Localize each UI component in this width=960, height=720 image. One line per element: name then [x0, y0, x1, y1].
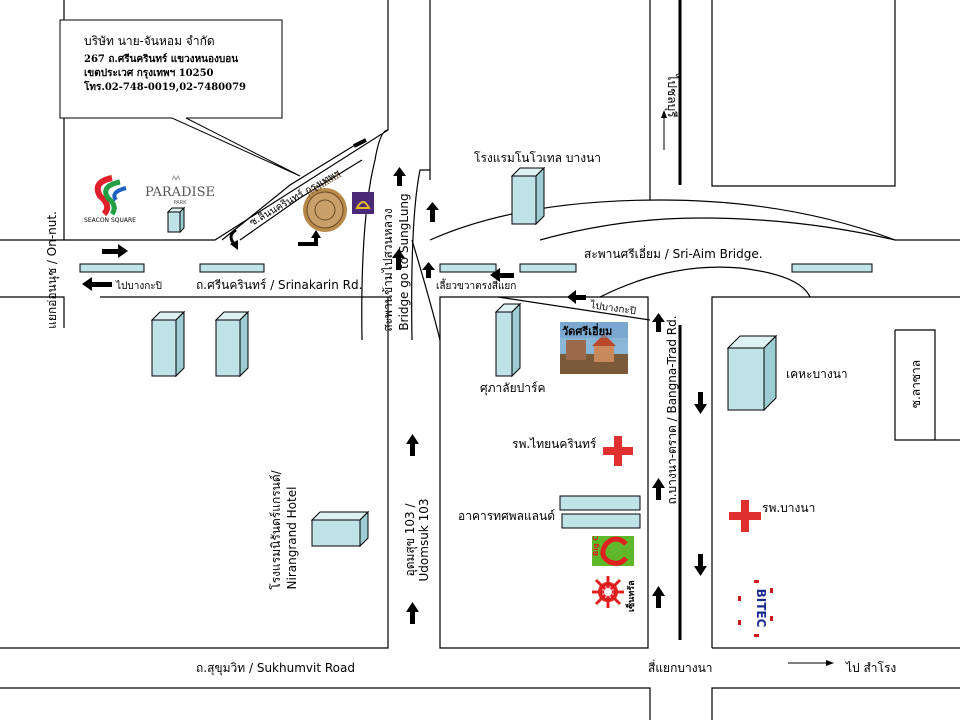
label-thotsaphon-land: อาคารทศพลแลนด์	[458, 509, 555, 523]
arrow-up-5	[406, 602, 419, 624]
building-seacon-small	[166, 206, 186, 234]
company-address-line-2: เขตประเวศ กรุงเทพฯ 10250	[84, 68, 214, 79]
arrow-up-6	[652, 313, 665, 332]
wat-sri-iam-photo	[560, 322, 628, 374]
arrow-right-1	[102, 244, 128, 258]
median-island-1	[79, 263, 145, 273]
arrow-up-7	[652, 478, 665, 500]
company-address-line-1: 267 ถ.ศรีนครินทร์ แขวงหนองบอน	[84, 54, 239, 65]
company-address-box: บริษัท นาย-จันหอม จำกัด 267 ถ.ศรีนครินทร…	[60, 20, 282, 118]
sri-aim-bridge-arc-upper	[429, 199, 896, 241]
label-thainakarin-hospital: รพ.ไทยนครินทร์	[512, 437, 597, 451]
building-left-1	[150, 310, 186, 378]
label-to-bang-kapi-left: ไปบางกะปิ	[115, 280, 162, 292]
arrow-left-3	[567, 290, 586, 304]
svg-text:BITEC: BITEC	[754, 589, 768, 628]
scb-bank-logo	[352, 192, 374, 214]
svg-text:Big C: Big C	[592, 536, 600, 556]
label-bridge-sunglung-th: สะพานข้ามไปสวนหลวง	[381, 208, 395, 331]
label-srinakarin-rd: ถ.ศรีนครินทร์ / Srinakarin Rd.	[196, 278, 362, 292]
arrow-u-turn	[229, 228, 238, 250]
label-suphalai-park: ศุภาลัยปาร์ค	[480, 381, 545, 396]
wat-sri-iam-label: วัดศรีเอี่ยม	[562, 323, 612, 338]
label-turn-sri-iam: เลี้ยวขวาตรงสี่แยก	[436, 278, 516, 292]
median-island-2	[199, 263, 265, 273]
bitec-logo: BITEC	[738, 580, 773, 637]
sri-aim-bridge-arc-lower	[599, 266, 811, 298]
arrow-up-4	[406, 434, 419, 456]
arrow-up-chonburi	[661, 110, 667, 150]
label-bangna-junction: สี่แยกบางนา	[648, 659, 713, 675]
label-bangna-trad: ถ.บางนา-ตราด / Bangna-Trad Rd.	[665, 315, 679, 504]
sunglung-bridge-left	[361, 129, 389, 341]
sunglung-bridge-ramp	[411, 239, 441, 341]
seacon-square-logo: SEACON SQUARE	[84, 175, 136, 224]
road-diagonal-wat	[497, 296, 651, 321]
label-sri-aim-bridge: สะพานศรีเอี่ยม / Sri-Aim Bridge.	[584, 245, 763, 261]
label-nirangrand-en: Nirangrand Hotel	[285, 487, 299, 590]
arrow-up-3	[392, 249, 405, 270]
soi-curve-inner	[239, 159, 363, 241]
building-left-2	[214, 310, 250, 378]
road-srinakarin-top-left-2	[64, 0, 389, 241]
label-nirangrand-th: โรงแรมนิรันดร์แกรนด์/	[269, 469, 283, 589]
arrow-left-1	[82, 277, 112, 291]
label-novotel: โรงแรมโนโวเทล บางนา	[474, 151, 601, 165]
big-c-logo: Big C	[592, 536, 634, 566]
arrow-diag-2	[426, 202, 439, 222]
road-srinakarin-bottom-mid	[0, 296, 389, 649]
road-block-udomsuk	[439, 296, 649, 649]
road-srinakarin-bottom-left	[0, 296, 65, 328]
label-chonburi: ไปชลบุรี	[664, 73, 679, 118]
label-to-samrong: ไป สำโรง	[845, 661, 896, 675]
label-bridge-sunglung-en: Bridge go to SungLung	[397, 193, 411, 330]
median-island-5	[791, 263, 873, 273]
paradise-park-logo: PARADISE PARK	[145, 174, 215, 206]
hospital-cross-icon-thainakarin	[603, 436, 633, 466]
building-suphalai-park	[494, 302, 522, 378]
road-sukhumvit-right	[711, 687, 960, 720]
label-sukhumvit: ถ.สุขุมวิท / Sukhumvit Road	[196, 661, 355, 676]
road-block-right-bottom	[711, 296, 960, 648]
median-island-4	[519, 263, 577, 273]
sri-aim-bridge-arc-upper2	[539, 217, 896, 241]
arrow-up-1	[393, 167, 406, 186]
label-kheha-bangna: เคหะบางนา	[786, 367, 848, 381]
road-bangna-top-right	[711, 0, 896, 187]
soi-curve	[221, 144, 356, 241]
svg-text:เซ็นทรัล: เซ็นทรัล	[624, 580, 637, 612]
central-logo: เซ็นทรัล	[592, 576, 637, 612]
arrow-diag-1	[353, 138, 367, 148]
building-nirangrand	[310, 510, 370, 548]
svg-text:PARADISE: PARADISE	[145, 185, 215, 200]
road-sukhumvit-bottom	[0, 687, 651, 720]
label-udomsuk-en: Udomsuk 103	[417, 499, 431, 582]
arrow-down-2	[694, 554, 707, 576]
building-novotel	[510, 166, 546, 226]
label-udomsuk-th: อุดมสุข 103 /	[403, 503, 418, 577]
arrow-down-1	[694, 392, 707, 414]
label-soi-lasal: ซ.ลาซาล	[909, 360, 923, 408]
label-on-nut: แยกอ่อนนุช / On-nut.	[45, 211, 60, 329]
arrow-up-2	[422, 262, 435, 278]
hospital-cross-icon-bangna	[729, 500, 761, 532]
arrow-up-8	[652, 586, 665, 608]
arrow-turn-logo	[298, 230, 321, 246]
arrow-left-2	[490, 268, 514, 282]
arrow-right-samrong	[788, 660, 834, 666]
median-island-3	[439, 263, 497, 273]
road-srinakarin-top-left-1	[0, 0, 65, 241]
svg-text:SEACON SQUARE: SEACON SQUARE	[84, 217, 136, 224]
sunglung-bridge-right	[411, 169, 430, 341]
label-bangna-hospital: รพ.บางนา	[762, 501, 815, 515]
company-phone: โทร.02-748-0019,02-7480079	[84, 82, 246, 93]
building-thotsaphon-land	[559, 495, 641, 529]
company-name: บริษัท นาย-จันหอม จำกัด	[84, 34, 215, 48]
building-kheha-bangna	[726, 334, 778, 412]
svg-text:PARK: PARK	[174, 200, 188, 206]
